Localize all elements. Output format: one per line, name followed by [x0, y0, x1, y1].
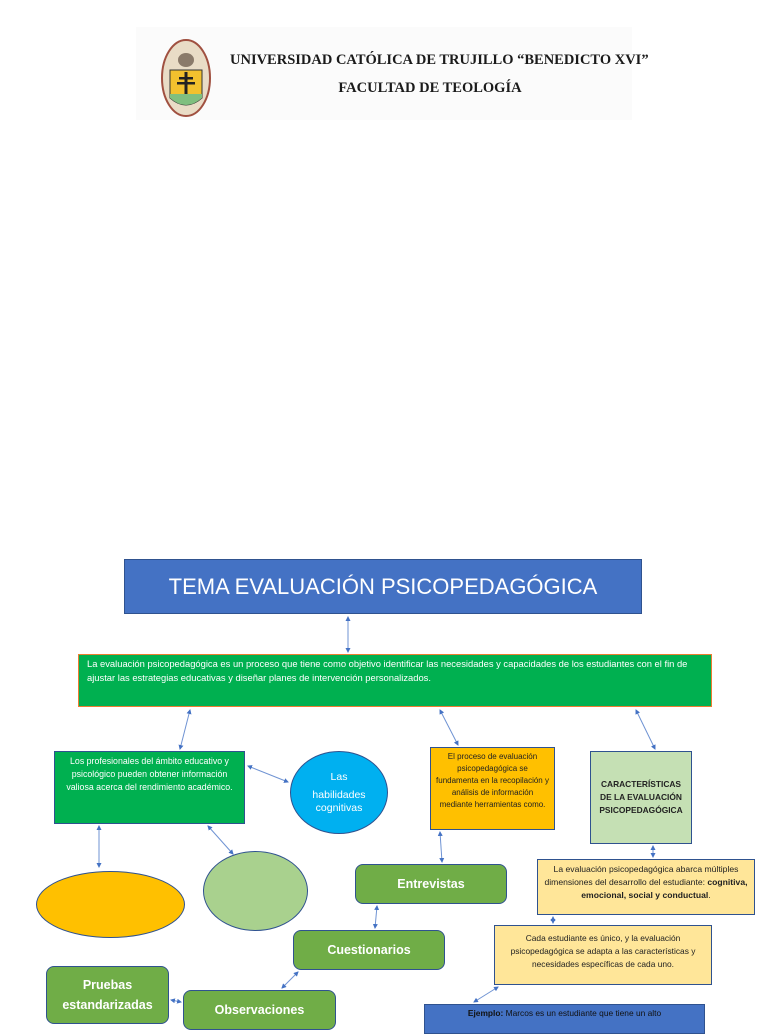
definition-box: La evaluación psicopedagógica es un proc…	[78, 654, 712, 707]
node-questionnaires: Cuestionarios	[293, 930, 445, 970]
cognitive-skills-ellipse: Las habilidades cognitivas	[290, 751, 388, 834]
dimensions-box: La evaluación psicopedagógica abarca múl…	[537, 859, 755, 915]
professionals-box: Los profesionales del ámbito educativo y…	[54, 751, 245, 824]
characteristics-box: CARACTERÍSTICAS DE LA EVALUACIÓN PSICOPE…	[590, 751, 692, 844]
dimensions-bold: cognitiva, emocional, social y conductua…	[581, 877, 748, 900]
dimensions-text: La evaluación psicopedagógica abarca múl…	[544, 864, 739, 887]
cognitive-line1: Las	[330, 770, 348, 783]
example-label: Ejemplo:	[467, 1008, 504, 1018]
dimensions-end: .	[708, 890, 711, 900]
node-standardized-tests: Pruebas estandarizadas	[46, 966, 169, 1024]
unique-student-box: Cada estudiante es único, y la evaluació…	[494, 925, 712, 985]
empty-yellow-ellipse	[36, 871, 185, 938]
cognitive-line2: habilidades cognitivas	[312, 788, 366, 814]
empty-light-green-ellipse	[203, 851, 308, 931]
example-box: Ejemplo: Marcos es un estudiante que tie…	[424, 1004, 705, 1034]
characteristics-label: CARACTERÍSTICAS DE LA EVALUACIÓN PSICOPE…	[599, 779, 683, 815]
node-interviews: Entrevistas	[355, 864, 507, 904]
header-banner	[136, 27, 632, 120]
topic-title: TEMA EVALUACIÓN PSICOPEDAGÓGICA	[124, 559, 642, 614]
example-text: Marcos es un estudiante que tiene un alt…	[503, 1008, 662, 1018]
faculty-title: FACULTAD DE TEOLOGÍA	[338, 80, 522, 96]
process-box: El proceso de evaluación psicopedagógica…	[430, 747, 555, 830]
university-crest-icon	[161, 39, 211, 117]
university-title: UNIVERSIDAD CATÓLICA DE TRUJILLO “BENEDI…	[230, 52, 649, 68]
node-observations: Observaciones	[183, 990, 336, 1030]
